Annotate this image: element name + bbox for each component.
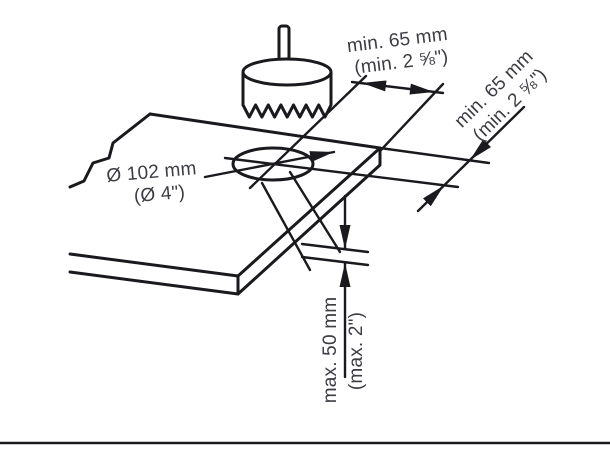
dimension-panel-thickness: max. 50 mm (max. 2") — [300, 194, 370, 404]
panel-top-face-outline — [68, 112, 382, 278]
thickness-arrow-down — [339, 225, 351, 249]
panel-break-line — [68, 112, 152, 189]
top-dim-extension-line — [379, 82, 445, 152]
panel-section-cut-line-1 — [260, 181, 312, 272]
thickness-label-imperial: (max. 2") — [346, 312, 367, 390]
thickness-extension-line-upper — [300, 242, 370, 254]
diameter-label-imperial: (Ø 4") — [133, 182, 186, 207]
hole-saw-icon — [241, 24, 333, 119]
panel-front-bottom-edge — [68, 270, 240, 296]
thickness-extension-line-lower — [300, 255, 370, 267]
thickness-arrow-up — [339, 263, 351, 287]
panel-section-cut-line-2 — [288, 170, 342, 254]
cutout-hole — [223, 74, 460, 190]
panel-right-corner-edges — [236, 146, 382, 296]
hole-ellipse — [231, 146, 315, 182]
hole-centerline-horizontal — [223, 156, 460, 189]
panel — [68, 112, 382, 296]
diameter-leader-arrow — [309, 146, 336, 162]
dimension-clearance-top: min. 65 mm (min. 2 ⅝") — [346, 24, 449, 152]
hole-centerline-diagonal — [248, 74, 368, 190]
hole-saw-top-ellipse — [241, 57, 333, 87]
thickness-label-metric: max. 50 mm — [320, 297, 341, 404]
right-dim-extension-line — [378, 146, 491, 165]
